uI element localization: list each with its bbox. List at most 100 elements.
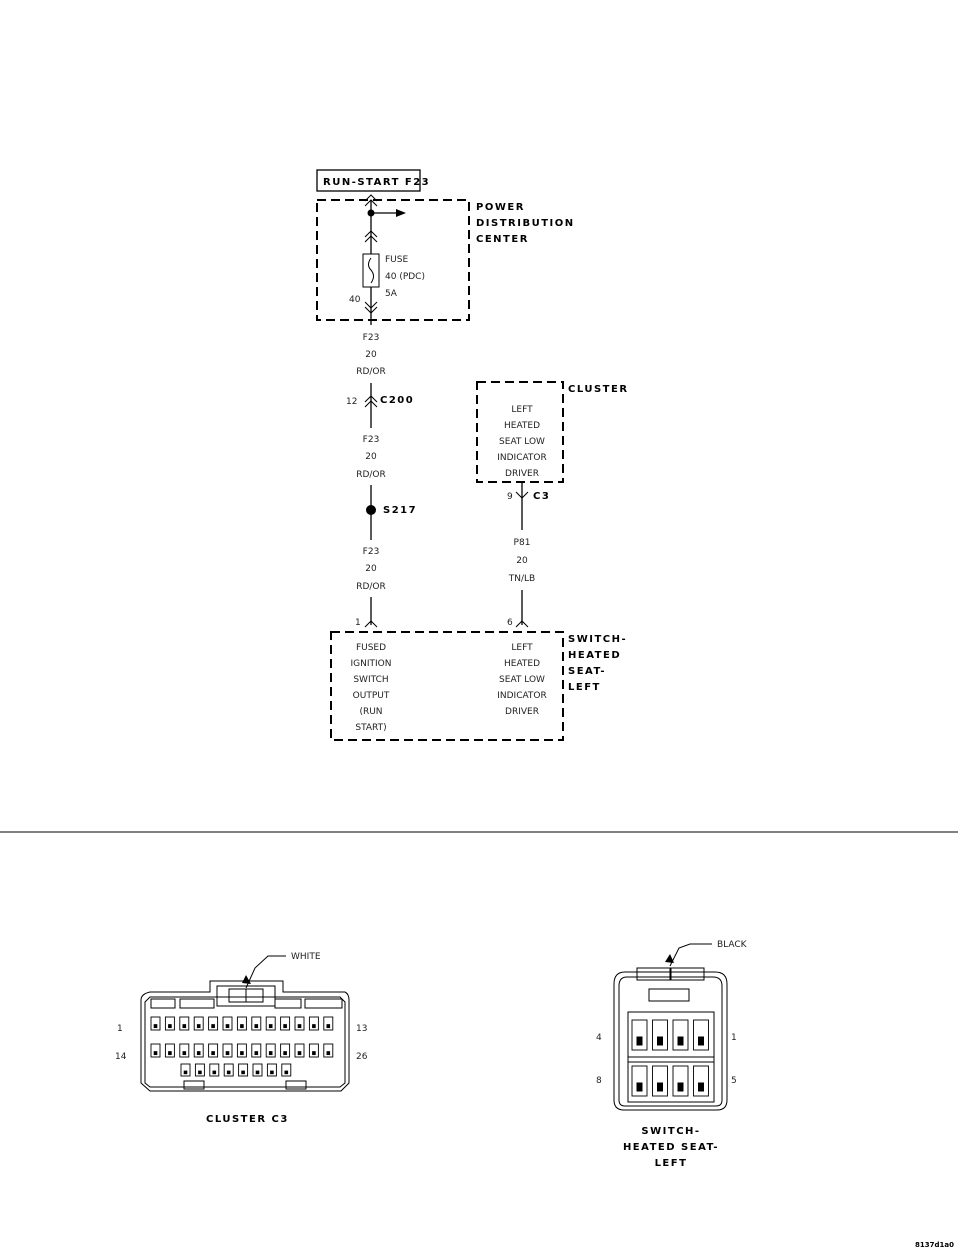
switch-pin-b-chevron xyxy=(515,620,529,628)
c3-cavity xyxy=(222,1016,233,1031)
wire4-circuit: P81 xyxy=(514,538,531,548)
cluster-text-2: HEATED xyxy=(504,421,540,431)
c3-cavity-inner xyxy=(194,1063,205,1077)
c3-cavity-inner xyxy=(223,1063,234,1077)
switch-right-text-4: INDICATOR xyxy=(497,691,547,701)
switch-leader-arrow-icon xyxy=(665,954,674,963)
cluster-text-3: SEAT LOW xyxy=(499,437,545,447)
c3-cavity xyxy=(193,1016,204,1031)
c3-pin-14-label: 14 xyxy=(115,1052,127,1062)
c3-cavity xyxy=(208,1043,219,1058)
c3-cavity-terminal xyxy=(211,1024,215,1029)
c3-cavity-terminal xyxy=(254,1051,259,1056)
c3-pin-13-label: 13 xyxy=(356,1024,367,1034)
c3-cavity-terminal xyxy=(268,1024,273,1029)
wire2-circuit: F23 xyxy=(363,435,380,445)
c3-cavity xyxy=(150,1016,161,1031)
switch-cavity xyxy=(652,1019,668,1051)
c3-cavity xyxy=(236,1043,247,1058)
switch-caption-3: LEFT xyxy=(655,1158,688,1169)
feed-arrow-icon xyxy=(396,209,406,217)
c3-cavity xyxy=(193,1043,204,1058)
switch-left-text-5: (RUN xyxy=(359,707,382,717)
fuse-top-chevron xyxy=(364,230,378,243)
c3-cavity xyxy=(323,1043,334,1058)
c3-pin-26-label: 26 xyxy=(356,1052,368,1062)
wire2-gauge: 20 xyxy=(365,452,377,462)
c3-cavity xyxy=(323,1016,334,1031)
wire1-circuit: F23 xyxy=(363,333,380,343)
c3-cavity-inner-terminal xyxy=(212,1070,217,1075)
switch-caption-2: HEATED SEAT- xyxy=(623,1142,719,1153)
c3-cavity-terminal xyxy=(268,1051,273,1056)
c3-leader-line xyxy=(245,955,286,989)
fuse-text-line-3: 5A xyxy=(385,289,398,299)
c3-cavity xyxy=(308,1016,319,1031)
switch-title-1: SWITCH- xyxy=(568,634,627,645)
c3-cavity-inner xyxy=(266,1063,277,1077)
switch-cavity xyxy=(631,1019,648,1051)
switch-cavity-terminal xyxy=(657,1082,663,1092)
switch-cavity xyxy=(631,1065,648,1097)
wire1-gauge: 20 xyxy=(365,350,377,360)
c3-chevron xyxy=(515,491,529,499)
splice-dot-icon xyxy=(366,505,376,515)
c3-cavity xyxy=(280,1016,291,1031)
switch-right-text-2: HEATED xyxy=(504,659,540,669)
switch-cavity xyxy=(672,1065,689,1097)
c3-cavity xyxy=(251,1043,262,1058)
switch-left-text-3: SWITCH xyxy=(353,675,388,685)
pdc-title-line-3: CENTER xyxy=(476,234,529,245)
pdc-boundary xyxy=(316,199,470,321)
wire3-circuit: F23 xyxy=(363,547,380,557)
switch-leader-line xyxy=(669,943,712,967)
c3-leader-arrow-icon xyxy=(242,975,251,984)
fuse-text-line-2: 40 (PDC) xyxy=(385,272,425,282)
c3-cavity-inner xyxy=(281,1063,292,1077)
figure-id: 8137d1a0 xyxy=(915,1241,954,1249)
c3-cavity-terminal xyxy=(168,1051,172,1056)
switch-right-text-3: SEAT LOW xyxy=(499,675,545,685)
cluster-text-4: INDICATOR xyxy=(497,453,547,463)
c3-cavity-inner-terminal xyxy=(255,1070,260,1075)
c3-cavity xyxy=(150,1043,161,1058)
c3-cavity xyxy=(308,1043,319,1058)
c3-cavity xyxy=(164,1043,175,1058)
switch-boundary xyxy=(330,631,564,741)
c3-cavity xyxy=(179,1043,190,1058)
switch-pin-5-label: 5 xyxy=(731,1076,737,1086)
switch-cavity-terminal xyxy=(657,1036,663,1046)
switch-cavity-terminal xyxy=(677,1082,684,1092)
switch-cavity xyxy=(652,1065,668,1097)
wire2-color: RD/OR xyxy=(356,470,386,480)
c3-cavity-inner xyxy=(209,1063,220,1077)
c3-cavity xyxy=(222,1043,233,1058)
splice-name: S217 xyxy=(383,505,417,516)
c200-chevron xyxy=(364,395,378,408)
fuse-header-box xyxy=(316,169,421,192)
pdc-title-line-1: POWER xyxy=(476,202,525,213)
cluster-c3-pin-grid xyxy=(150,1016,334,1077)
fuse-bottom-chevron xyxy=(364,301,378,314)
switch-left-text-1: FUSED xyxy=(356,643,386,653)
switch-cavity-terminal xyxy=(677,1036,684,1046)
c3-cavity xyxy=(251,1016,262,1031)
c3-cavity-terminal xyxy=(312,1024,316,1029)
c3-cavity-terminal xyxy=(326,1051,331,1056)
switch-title-4: LEFT xyxy=(568,682,601,693)
c3-cavity-terminal xyxy=(182,1024,187,1029)
wire1-color: RD/OR xyxy=(356,367,386,377)
fuse-header-label: RUN-START F23 xyxy=(323,177,430,188)
c3-cavity-inner-terminal xyxy=(284,1070,289,1075)
c3-cavity-terminal xyxy=(240,1051,244,1056)
switch-pin-a-label: 1 xyxy=(355,618,361,628)
c3-cavity-terminal xyxy=(297,1051,302,1056)
wire4-gauge: 20 xyxy=(516,556,528,566)
c3-cavity-terminal xyxy=(225,1051,230,1056)
c3-cavity-terminal xyxy=(182,1051,187,1056)
c3-cavity xyxy=(236,1016,247,1031)
c3-cavity xyxy=(265,1043,276,1058)
switch-caption-1: SWITCH- xyxy=(641,1126,700,1137)
c3-pin-label: 9 xyxy=(507,492,513,502)
